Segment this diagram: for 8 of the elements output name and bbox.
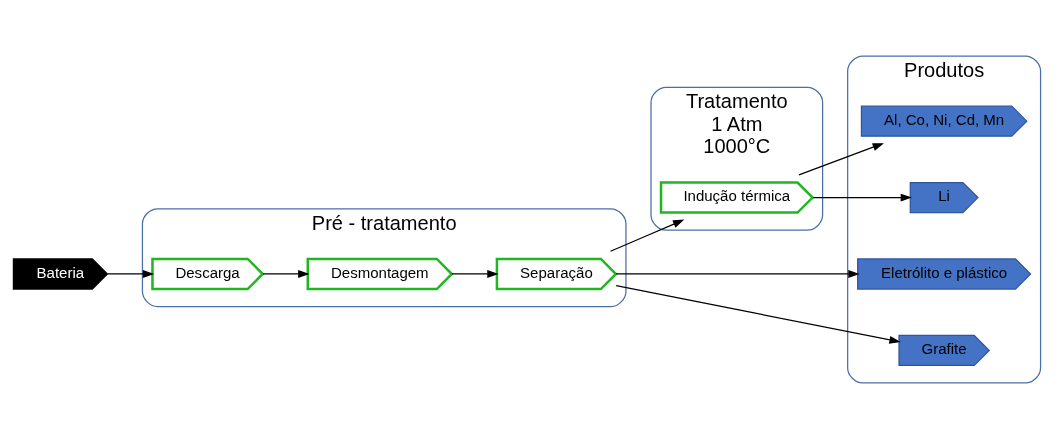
arrow bbox=[609, 219, 685, 252]
arrow bbox=[451, 270, 499, 278]
arrow bbox=[812, 193, 912, 202]
arrow bbox=[615, 270, 860, 278]
arrow bbox=[262, 270, 310, 278]
arrow bbox=[615, 284, 901, 344]
arrow bbox=[106, 270, 155, 278]
arrow bbox=[798, 143, 884, 176]
